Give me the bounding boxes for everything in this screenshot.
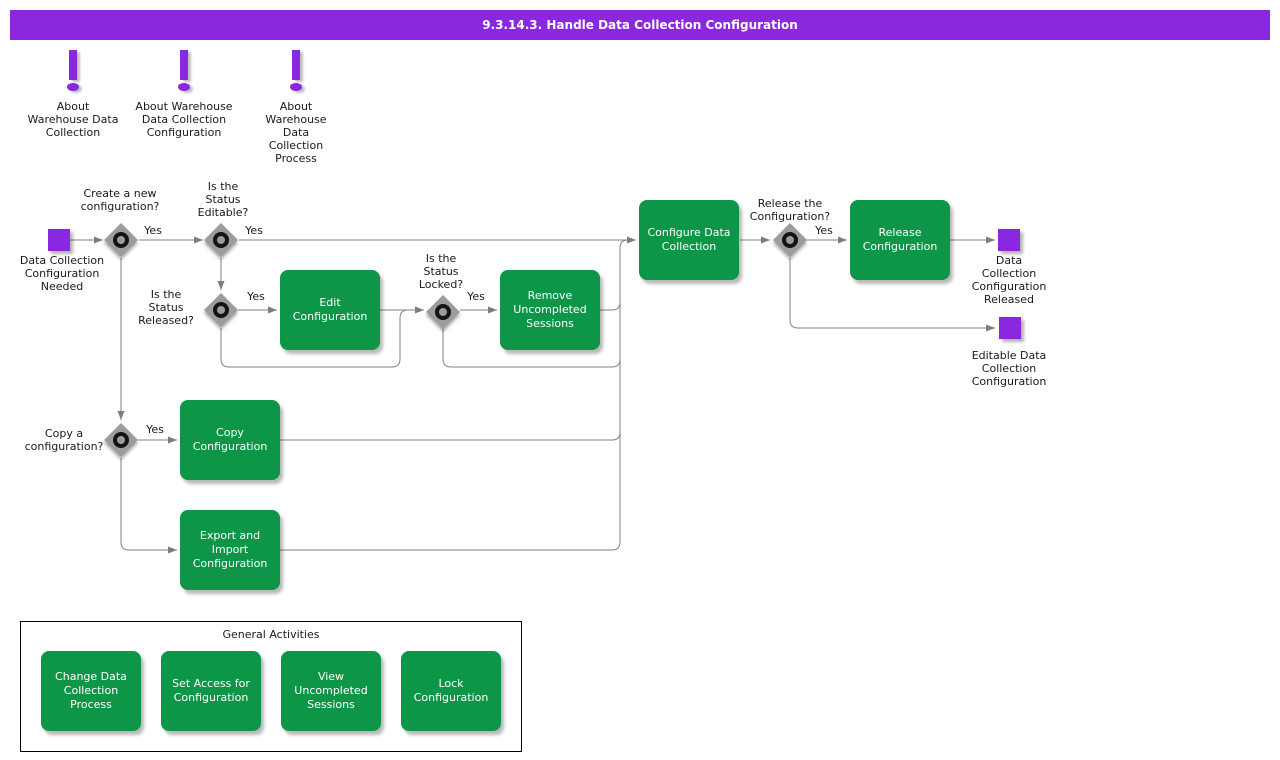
end-node-released [998,229,1020,251]
yes-label-status-editable: Yes [245,224,263,237]
task-edit-configuration[interactable]: Edit Configuration [280,270,380,350]
decision-status-released [204,293,238,327]
diagram-title-bar: 9.3.14.3. Handle Data Collection Configu… [10,10,1270,40]
end-node-released-label: Data Collection Configuration Released [971,254,1047,306]
task-release-configuration[interactable]: Release Configuration [850,200,950,280]
decision-ring-icon [113,432,129,448]
decision-ring-icon [113,232,129,248]
decision-ring-icon [213,232,229,248]
start-node-label: Data Collection Configuration Needed [19,254,105,293]
diagram-title: 9.3.14.3. Handle Data Collection Configu… [482,18,798,32]
exclamation-dot [290,83,302,91]
exclamation-bar [180,50,188,80]
decision-status-editable [204,223,238,257]
exclamation-icon [178,50,190,94]
note-label[interactable]: About Warehouse Data Collection Process [265,100,327,165]
yes-label-status-released: Yes [247,290,265,303]
task-copy-configuration[interactable]: Copy Configuration [180,400,280,480]
exclamation-icon [67,50,79,94]
note-label[interactable]: About Warehouse Data Collection Configur… [135,100,233,139]
task-remove-uncompleted-sessions[interactable]: Remove Uncompleted Sessions [500,270,600,350]
exclamation-icon [290,50,302,94]
general-activities-panel: General Activities Change Data Collectio… [20,621,522,752]
question-release-configuration: Release the Configuration? [749,197,831,223]
decision-status-locked [426,295,460,329]
note-about-warehouse-data-collection[interactable]: About Warehouse Data Collection [13,50,133,139]
note-label[interactable]: About Warehouse Data Collection [27,100,119,139]
task-view-uncompleted-sessions[interactable]: View Uncompleted Sessions [281,651,381,731]
end-node-editable-label: Editable Data Collection Configuration [971,349,1047,388]
decision-copy-configuration [104,423,138,457]
exclamation-dot [67,83,79,91]
exclamation-bar [69,50,77,80]
question-copy-configuration: Copy a configuration? [24,427,104,453]
note-about-warehouse-data-collection-configuration[interactable]: About Warehouse Data Collection Configur… [124,50,244,139]
decision-release-configuration [773,223,807,257]
decision-ring-icon [782,232,798,248]
yes-label-status-locked: Yes [467,290,485,303]
yes-label-copy-configuration: Yes [146,423,164,436]
general-activities-title: General Activities [222,628,320,641]
question-status-released: Is the Status Released? [138,288,194,327]
decision-ring-icon [213,302,229,318]
task-export-import-configuration[interactable]: Export and Import Configuration [180,510,280,590]
task-configure-data-collection[interactable]: Configure Data Collection [639,200,739,280]
yes-label-new-configuration: Yes [144,224,162,237]
question-status-editable: Is the Status Editable? [197,180,249,219]
task-lock-configuration[interactable]: Lock Configuration [401,651,501,731]
exclamation-dot [178,83,190,91]
decision-ring-icon [435,304,451,320]
exclamation-bar [292,50,300,80]
question-status-locked: Is the Status Locked? [418,252,464,291]
end-node-editable [999,317,1021,339]
task-set-access-for-configuration[interactable]: Set Access for Configuration [161,651,261,731]
task-change-data-collection-process[interactable]: Change Data Collection Process [41,651,141,731]
yes-label-release-configuration: Yes [815,224,833,237]
note-about-warehouse-data-collection-process[interactable]: About Warehouse Data Collection Process [236,50,356,165]
start-node [48,229,70,251]
question-new-configuration: Create a new configuration? [80,187,160,213]
decision-new-configuration [104,223,138,257]
